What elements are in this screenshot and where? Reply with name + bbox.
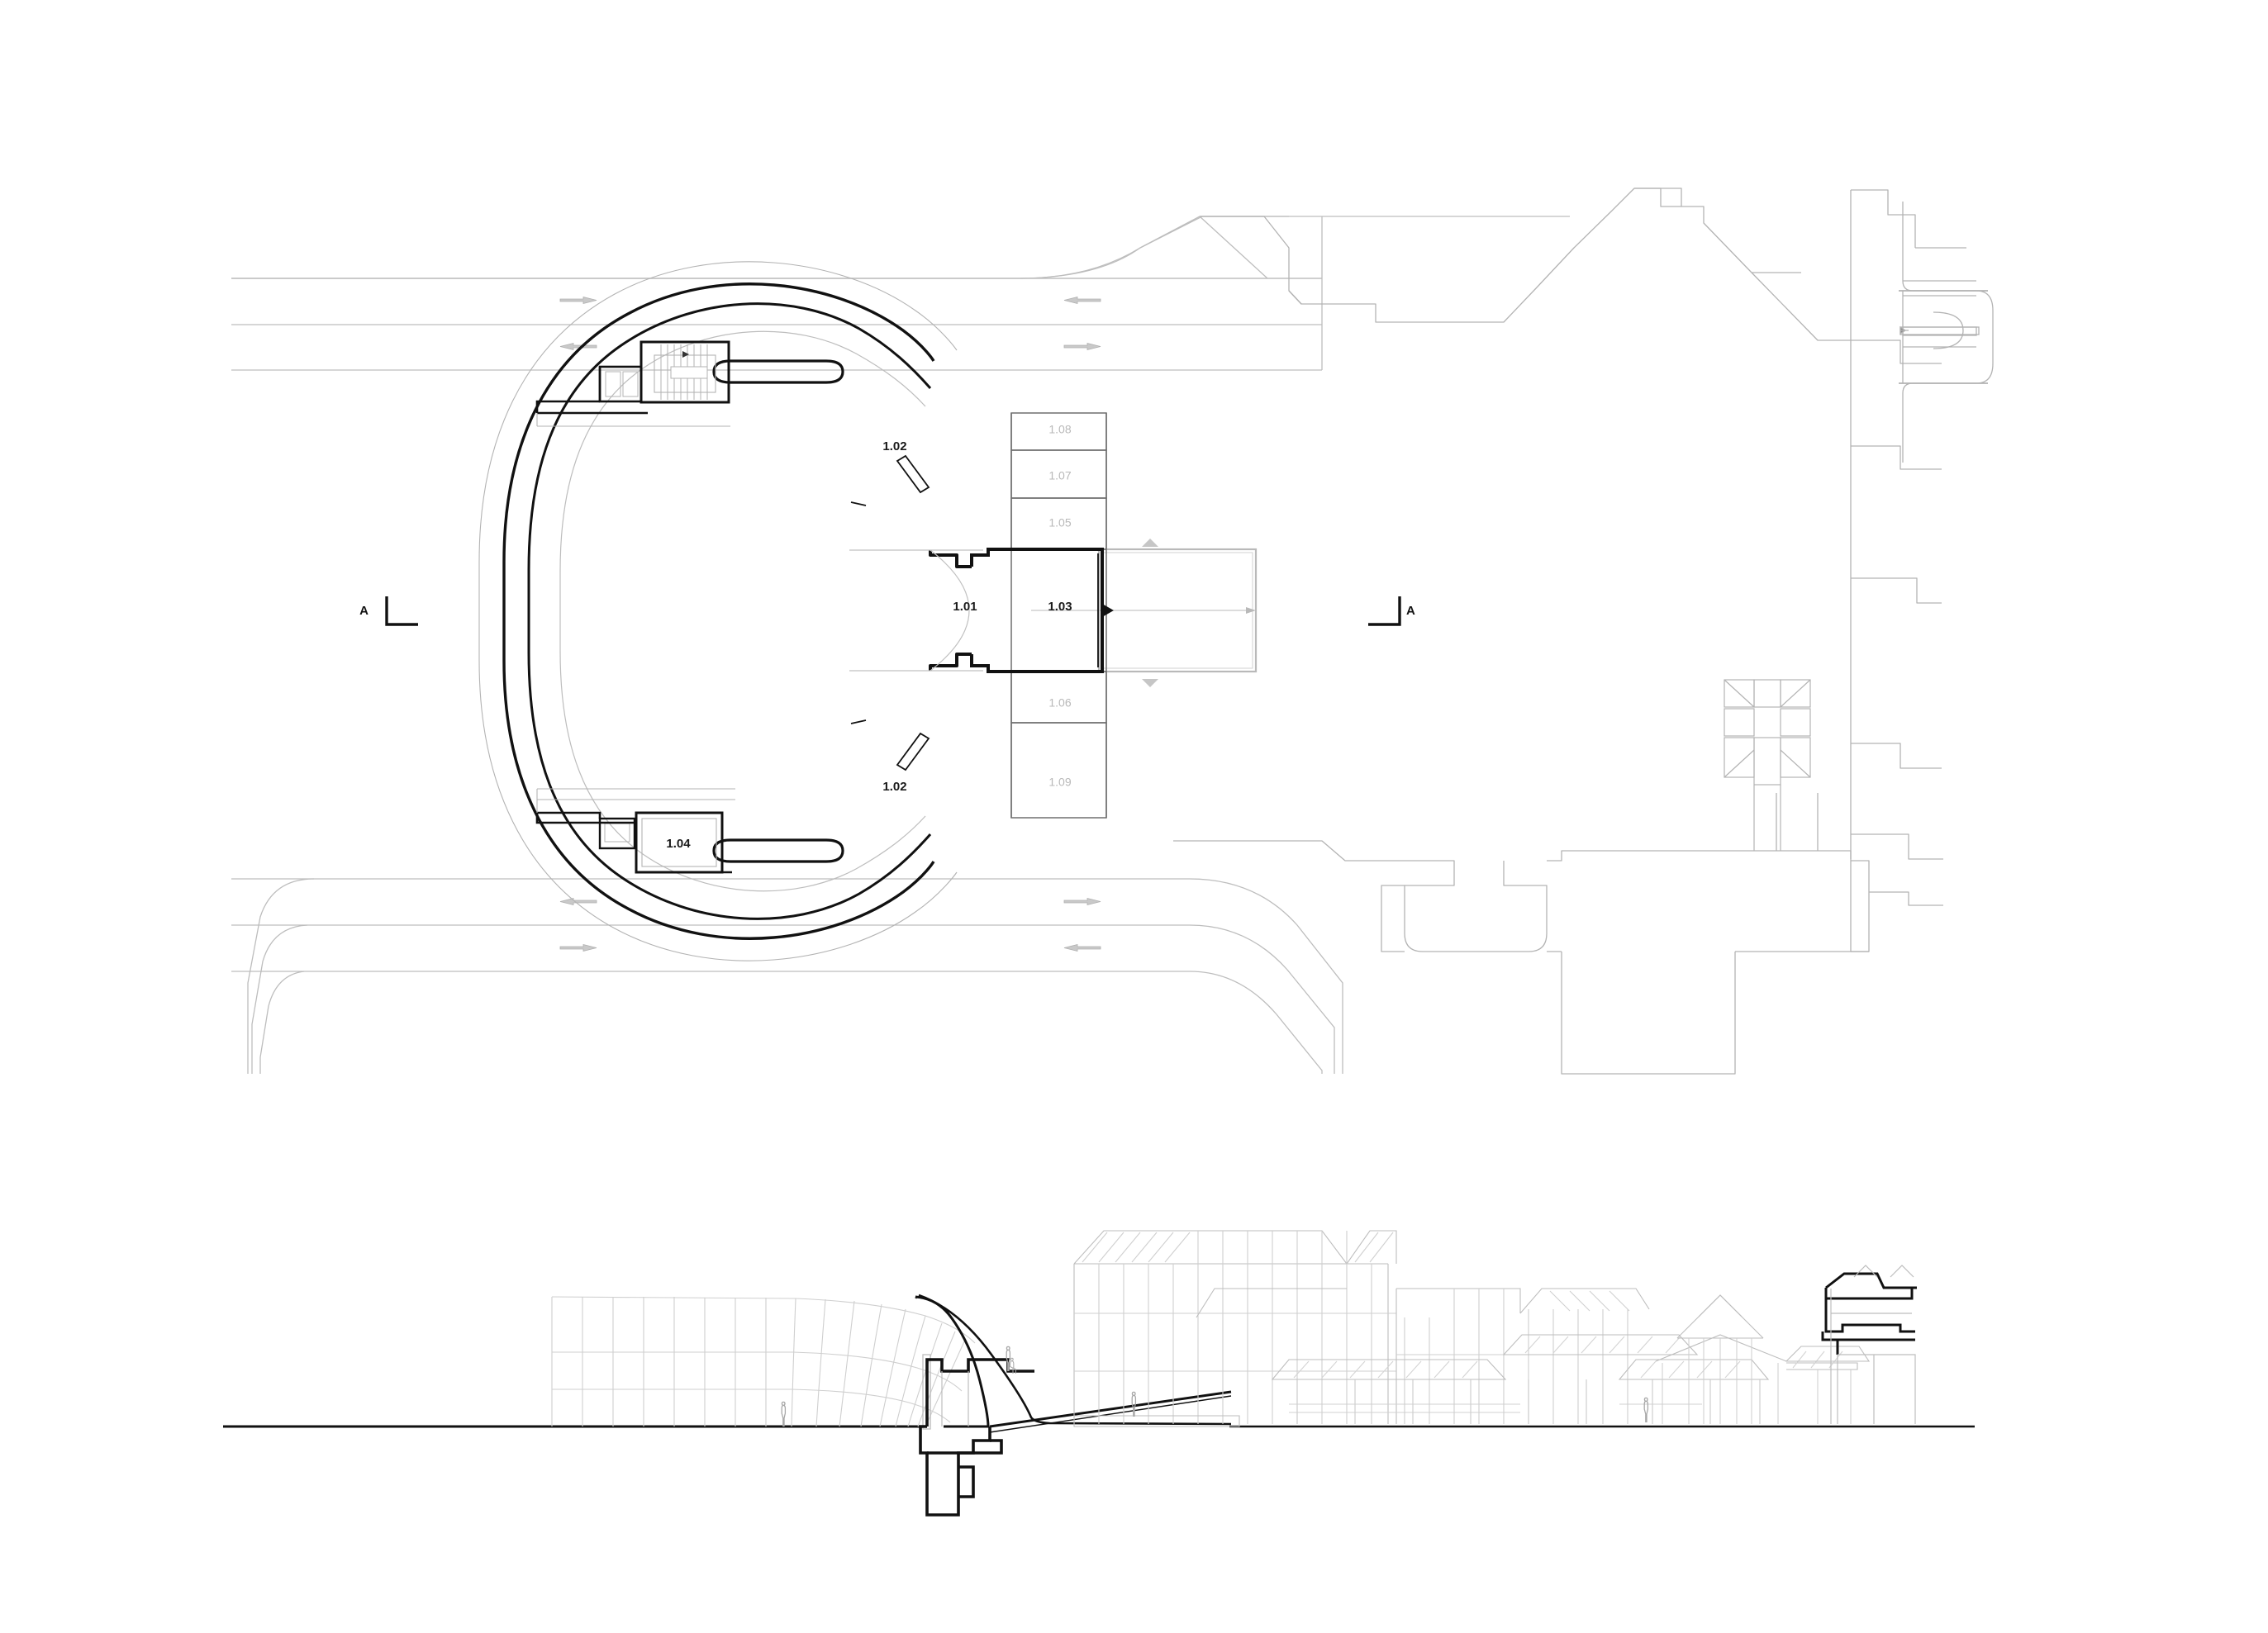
horseshoe-outer-wall [502, 282, 935, 940]
upper-road [231, 216, 1570, 371]
room-label-1-06: 1.06 [1048, 696, 1071, 710]
longitudinal-section [223, 1230, 1975, 1517]
lower-left-slab [535, 811, 732, 874]
cut-building-right [1821, 1272, 1917, 1355]
door-swing-marker [1102, 604, 1114, 617]
figure-seated [1010, 1357, 1016, 1374]
room-label-1-03: 1.03 [1048, 600, 1072, 614]
lower-road [231, 878, 1343, 1074]
horseshoe-outer-hairline [478, 261, 958, 961]
room-label-1-05: 1.05 [1048, 516, 1071, 529]
room-1-01-thin-arc [849, 549, 983, 672]
lower-left-slab-light [536, 788, 735, 813]
vault-glazing-grid [551, 1296, 976, 1427]
room-label-1-02-lower: 1.02 [882, 780, 906, 794]
wall-openings [850, 454, 930, 771]
section-marker-right-label: A [1406, 604, 1415, 618]
horseshoe-light-trace [559, 330, 926, 892]
room-label-1-07: 1.07 [1048, 469, 1071, 482]
room-label-1-04: 1.04 [666, 837, 691, 851]
upper-left-slab [535, 342, 648, 415]
section-marker-left: A [359, 596, 418, 626]
room-1-01 [929, 550, 972, 671]
right-apse-stair [1899, 202, 1994, 463]
context-buildings-lower [1173, 793, 1943, 1075]
cut-building-right-light [1830, 1265, 1916, 1424]
horseshoe-arm-tips [712, 359, 844, 863]
room-label-1-09: 1.09 [1048, 776, 1071, 789]
section-marker-right: A [1368, 596, 1415, 626]
cut-structure-light [930, 1371, 969, 1427]
ramp-line [989, 1390, 1232, 1428]
room-label-1-08: 1.08 [1048, 423, 1071, 436]
vault-outer-curve [918, 1294, 1232, 1426]
room-label-1-02-upper: 1.02 [882, 439, 906, 453]
room-label-1-01: 1.01 [953, 600, 977, 614]
plan-room-labels: 1.01 1.02 1.02 1.03 1.04 1.05 1.06 1.07 … [666, 423, 1072, 851]
site-plan: A A 1.01 1.02 1.02 1.03 1.04 1.05 1.06 1… [231, 188, 1994, 1075]
scale-figures [781, 1346, 1649, 1427]
stair-core-plan [640, 340, 730, 404]
context-buildings-upper [1200, 188, 1966, 860]
upper-left-slab-light [536, 413, 730, 427]
ramp-line-second [989, 1395, 1232, 1433]
section-marker-left-label: A [359, 604, 368, 618]
pavilion-plan [1724, 679, 1811, 851]
pavilion-section [1655, 1294, 1871, 1424]
horseshoe-inner-wall [527, 302, 932, 920]
